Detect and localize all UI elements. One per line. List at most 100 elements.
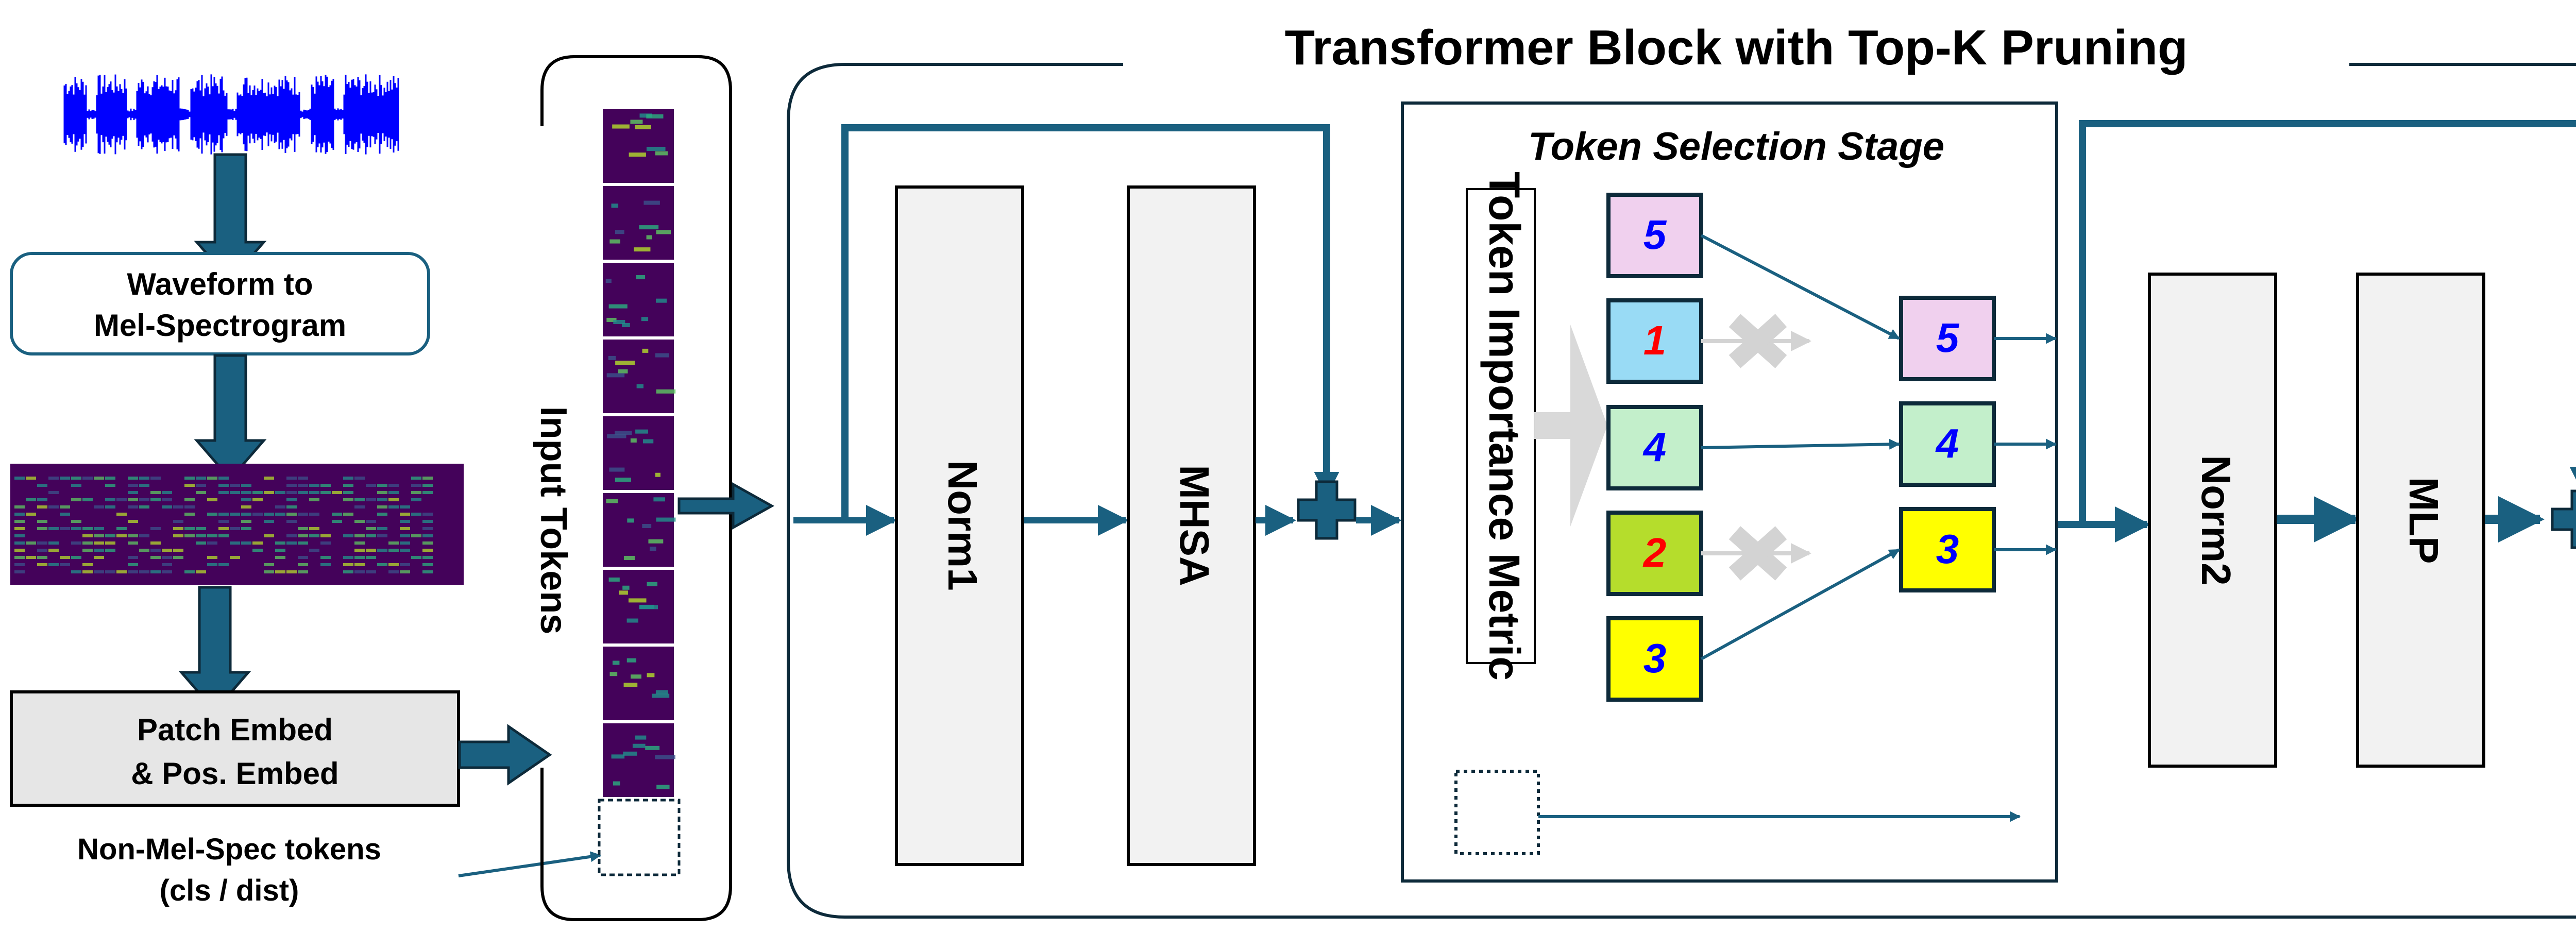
spectrogram-cell bbox=[354, 570, 365, 573]
spectrogram-cell bbox=[71, 477, 81, 480]
spectrogram-cell bbox=[388, 570, 399, 573]
spectrogram-cell bbox=[128, 491, 138, 494]
spectrogram-cell bbox=[377, 563, 387, 566]
spectrogram-cell bbox=[422, 570, 433, 573]
spectrogram-cell bbox=[173, 505, 183, 509]
patch-box-line2: & Pos. Embed bbox=[131, 756, 338, 791]
spectrogram-cell bbox=[116, 570, 127, 573]
spectrogram-cell bbox=[320, 484, 331, 487]
spectrogram-cell bbox=[173, 534, 183, 537]
selection-link-arrow bbox=[1701, 438, 1901, 450]
spectrogram-cell bbox=[422, 513, 433, 516]
spectrogram-cell bbox=[309, 549, 319, 552]
spectrogram-cell bbox=[184, 477, 195, 480]
output-token-5: 5 bbox=[1899, 296, 1996, 381]
spectrogram-cell bbox=[150, 477, 161, 480]
spectrogram-cell bbox=[388, 491, 399, 494]
spectrogram-cell bbox=[422, 549, 433, 552]
spectrogram-cell bbox=[184, 484, 195, 487]
spectrogram-cell bbox=[309, 498, 319, 501]
spectrogram-cell bbox=[366, 534, 376, 537]
spectrogram-cell bbox=[286, 513, 297, 516]
token-rank: 3 bbox=[1643, 635, 1667, 681]
spectrogram-cell bbox=[48, 505, 59, 509]
spectrogram-cell bbox=[354, 556, 365, 559]
spectrogram-cell bbox=[309, 534, 319, 537]
spectrogram-cell bbox=[82, 527, 93, 530]
spectrogram-cell bbox=[105, 541, 115, 545]
pruned-token-placeholder bbox=[1454, 770, 1540, 855]
spectrogram-cell bbox=[388, 484, 399, 487]
spectrogram-cell bbox=[94, 570, 104, 573]
spectrogram-cell bbox=[422, 563, 433, 566]
mlp-block: MLP bbox=[2356, 273, 2485, 768]
residual-connection-1 bbox=[841, 124, 1340, 518]
spectrogram-cell bbox=[71, 570, 81, 573]
spectrogram-cell bbox=[14, 534, 25, 537]
spectrogram-cell bbox=[207, 541, 217, 545]
spectrogram-cell bbox=[422, 556, 433, 559]
spectrogram-cell bbox=[218, 484, 229, 487]
spectrogram-cell bbox=[14, 477, 25, 480]
transformer-block: Transformer Block with Top-K Pruning bbox=[787, 20, 2576, 919]
spectrogram-cell bbox=[37, 498, 47, 501]
spectrogram-cell bbox=[377, 505, 387, 509]
spectrogram-cell bbox=[343, 477, 353, 480]
spectrogram-cell bbox=[343, 534, 353, 537]
output-token-4: 4 bbox=[1899, 401, 1996, 487]
norm2-block: Norm2 bbox=[2148, 273, 2277, 768]
spectrogram-cell bbox=[128, 570, 138, 573]
spectrogram-cell bbox=[184, 505, 195, 509]
spectrogram-cell bbox=[94, 477, 104, 480]
spectrogram-cell bbox=[94, 505, 104, 509]
spectrogram-cell bbox=[150, 556, 161, 559]
spectrogram-cell bbox=[116, 534, 127, 537]
token-rank: 3 bbox=[1936, 526, 1959, 572]
spectrogram-cell bbox=[150, 527, 161, 530]
token-rank: 1 bbox=[1643, 317, 1667, 363]
spectrogram-cell bbox=[26, 477, 36, 480]
spectrogram-cell bbox=[196, 527, 206, 530]
spectrogram-cell bbox=[37, 556, 47, 559]
output-token-column: 5 4 3 bbox=[1899, 296, 1996, 592]
spectrogram-cell bbox=[184, 513, 195, 516]
spectrogram-cell bbox=[298, 534, 308, 537]
output-token-3: 3 bbox=[1899, 507, 1996, 592]
spectrogram-cell bbox=[388, 505, 399, 509]
spectrogram-cell bbox=[207, 513, 217, 516]
spectrogram-cell bbox=[309, 491, 319, 494]
spectrogram-cell bbox=[275, 513, 285, 516]
spectrogram-cell bbox=[309, 513, 319, 516]
spectrogram-cell bbox=[94, 549, 104, 552]
spectrogram-cell bbox=[411, 534, 421, 537]
mhsa-block: MHSA bbox=[1127, 185, 1256, 866]
spectrogram-cell bbox=[26, 556, 36, 559]
spectrogram-cell bbox=[377, 498, 387, 501]
spectrogram-cell bbox=[82, 563, 93, 566]
spectrogram-cell bbox=[218, 534, 229, 537]
spectrogram-cell bbox=[286, 484, 297, 487]
spectrogram-cell bbox=[37, 563, 47, 566]
spectrogram-cell bbox=[162, 505, 172, 509]
spectrogram-cell bbox=[128, 534, 138, 537]
spectrogram-cell bbox=[411, 477, 421, 480]
spectrogram-cell bbox=[37, 505, 47, 509]
input-patch-token bbox=[603, 493, 676, 567]
spectrogram-cell bbox=[377, 491, 387, 494]
spectrogram-cell bbox=[128, 541, 138, 545]
right-arrow-tokens bbox=[677, 482, 775, 530]
spectrogram-cell bbox=[60, 505, 70, 509]
spectrogram-cell bbox=[196, 534, 206, 537]
spectrogram-cell bbox=[139, 570, 149, 573]
spectrogram-cell bbox=[241, 541, 251, 545]
spectrogram-cell bbox=[173, 556, 183, 559]
spectrogram-cell bbox=[94, 556, 104, 559]
input-patch-token bbox=[603, 340, 676, 413]
spectrogram-cell bbox=[48, 563, 59, 566]
spectrogram-cell bbox=[116, 527, 127, 530]
spectrogram-cell bbox=[82, 570, 93, 573]
spectrogram-cell bbox=[377, 484, 387, 487]
spectrogram-cell bbox=[14, 520, 25, 523]
